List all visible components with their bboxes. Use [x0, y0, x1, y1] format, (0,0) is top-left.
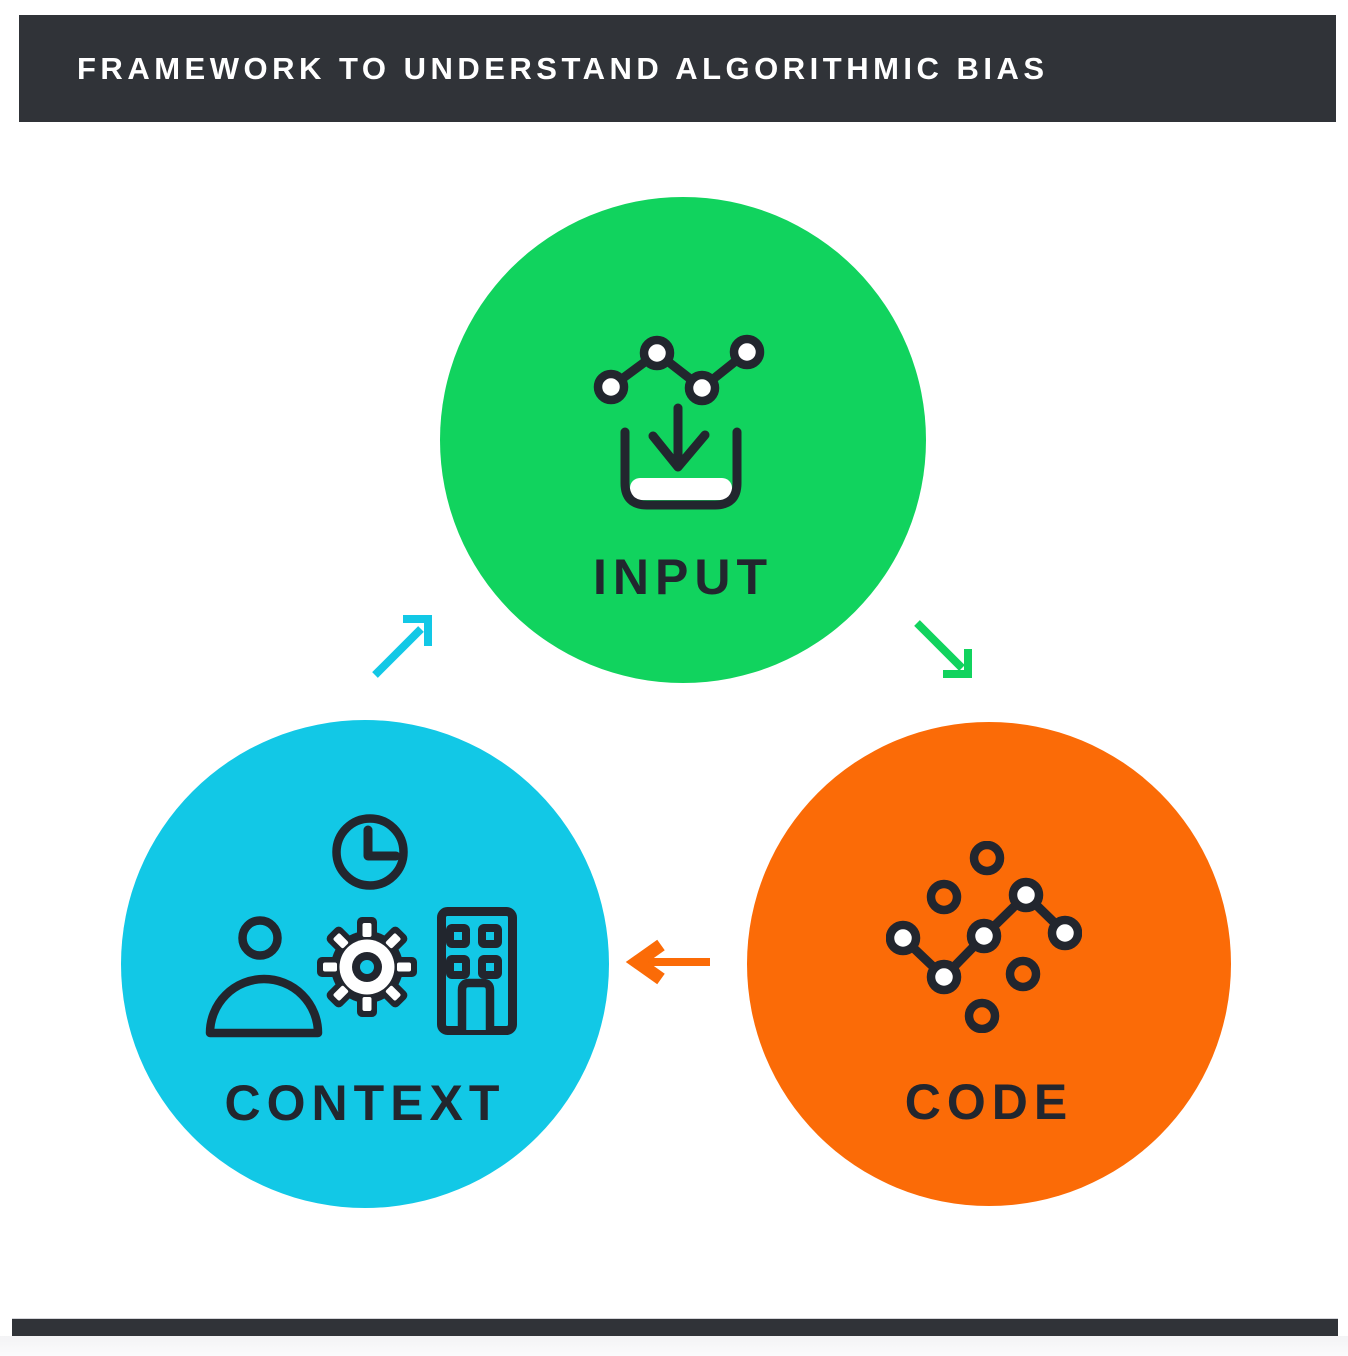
node-context: CONTEXT	[121, 720, 609, 1208]
page-bottom-strip	[0, 1336, 1348, 1356]
building-icon	[437, 907, 517, 1035]
network-nodes-icon	[886, 841, 1082, 1033]
clock-icon	[332, 814, 408, 890]
node-input-label: INPUT	[593, 549, 773, 605]
arrow-input-to-code	[914, 620, 972, 678]
page-title: FRAMEWORK TO UNDERSTAND ALGORITHMIC BIAS	[77, 50, 1049, 86]
node-input: INPUT	[440, 197, 926, 683]
person-icon	[205, 916, 323, 1038]
gear-icon	[317, 917, 417, 1017]
arrow-code-to-context	[625, 939, 710, 985]
node-code-label: CODE	[904, 1074, 1074, 1130]
node-code: CODE	[747, 722, 1231, 1206]
data-chart-download-icon	[593, 334, 765, 510]
node-context-label: CONTEXT	[224, 1075, 506, 1131]
bottom-bar	[12, 1318, 1338, 1336]
title-bar: FRAMEWORK TO UNDERSTAND ALGORITHMIC BIAS	[19, 15, 1336, 122]
clock-person-gear-building-icon	[205, 814, 517, 1038]
arrow-context-to-input	[372, 615, 432, 678]
